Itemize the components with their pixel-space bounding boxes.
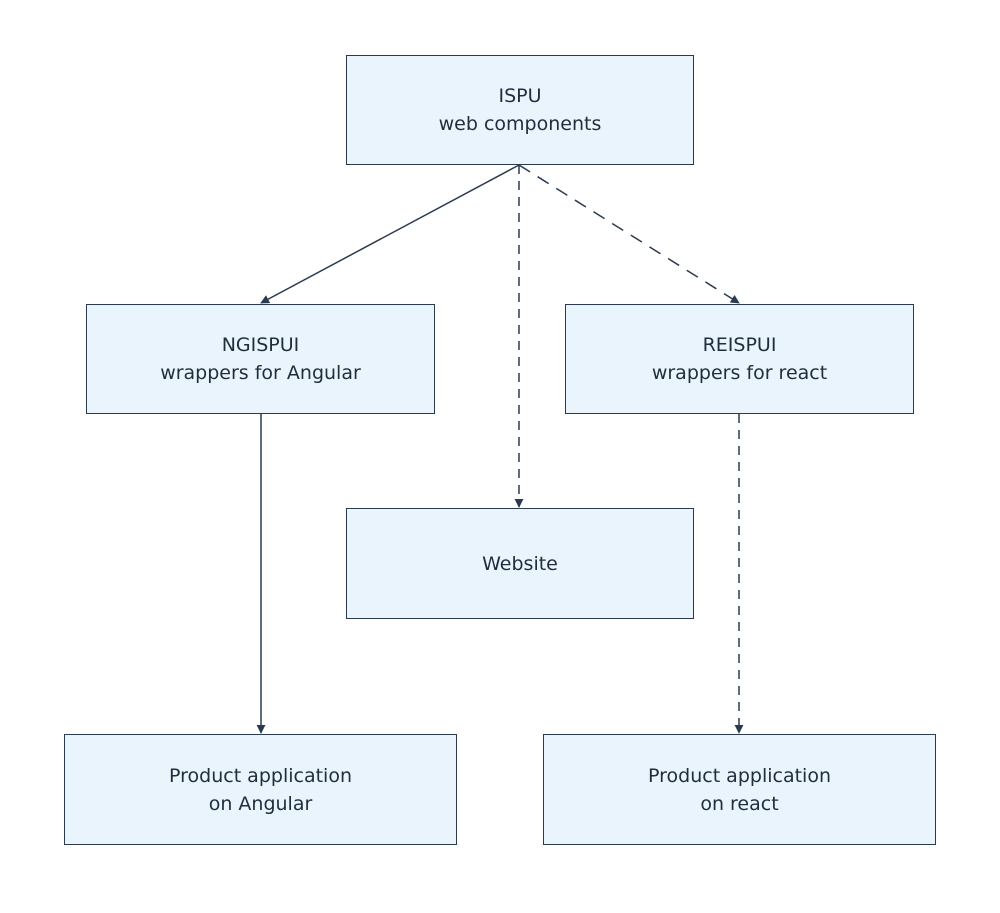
node-product-angular-subtitle: on Angular	[208, 792, 313, 815]
node-reispui-title: REISPUI	[702, 334, 777, 356]
node-ngispui-subtitle: wrappers for Angular	[160, 362, 361, 384]
node-ispu-title: ISPU	[498, 85, 542, 107]
node-reispui: REISPUI wrappers for react	[565, 304, 914, 414]
node-product-react-subtitle: on react	[700, 792, 779, 815]
node-product-react-title: Product application	[648, 764, 831, 787]
node-reispui-subtitle: wrappers for react	[651, 362, 828, 384]
node-product-react: Product application on react	[543, 734, 936, 845]
node-ispu-subtitle: web components	[438, 113, 602, 135]
node-website-title: Website	[482, 552, 558, 575]
edge-ispu-to-ngispui	[260, 164, 520, 304]
node-product-angular-title: Product application	[169, 764, 352, 787]
node-product-angular: Product application on Angular	[64, 734, 457, 845]
node-ispu: ISPU web components	[346, 55, 694, 165]
edge-ispu-to-reispui	[518, 164, 740, 304]
node-ngispui: NGISPUI wrappers for Angular	[86, 304, 435, 414]
node-website: Website	[346, 508, 694, 619]
node-ngispui-title: NGISPUI	[221, 334, 300, 356]
